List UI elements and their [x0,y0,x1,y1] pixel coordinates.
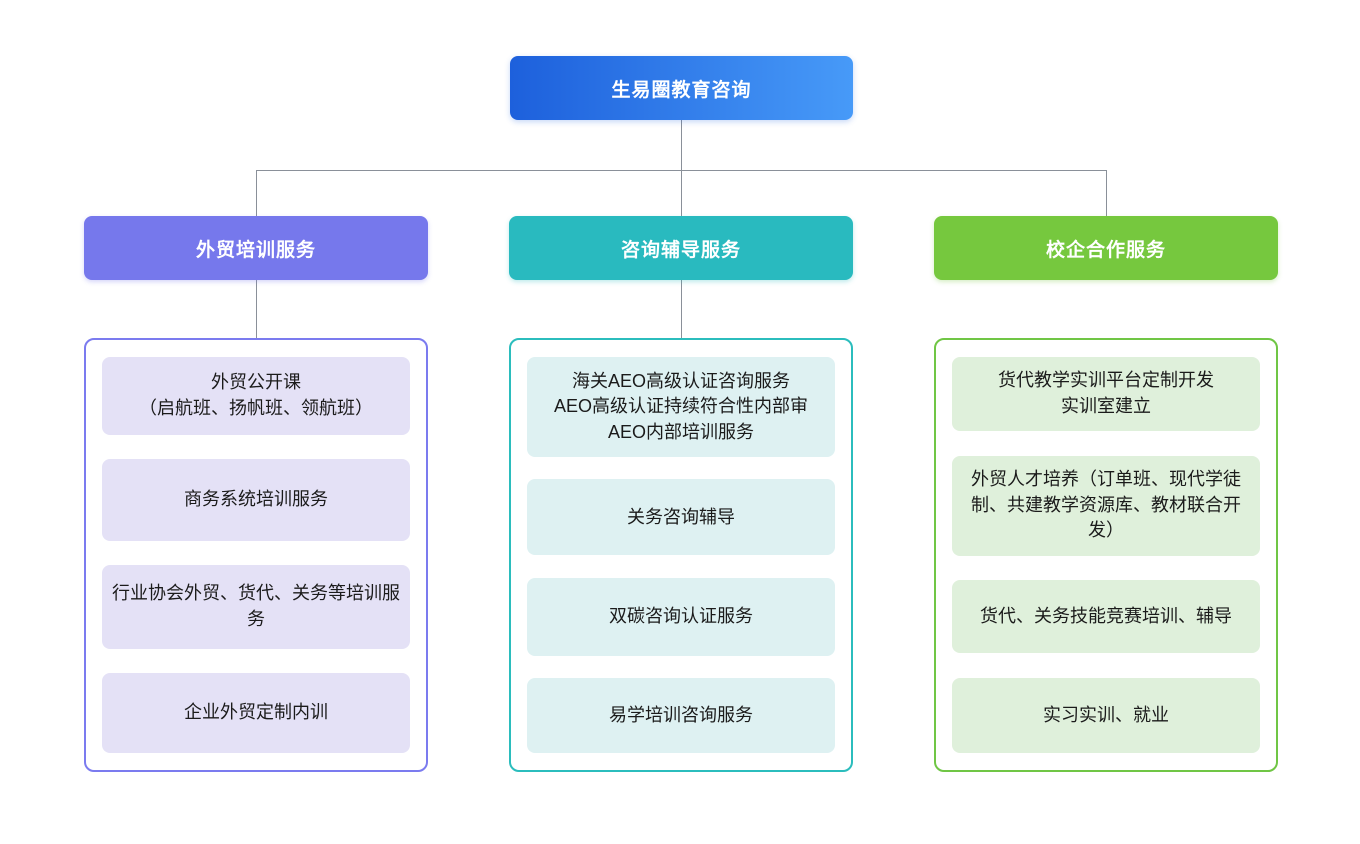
connector-branch2-container [681,280,682,338]
leaf-node: 货代、关务技能竞赛培训、辅导 [952,580,1260,654]
branch-header-foreign-trade-training: 外贸培训服务 [84,216,428,280]
branch-header-school-enterprise: 校企合作服务 [934,216,1278,280]
leaf-node: 外贸公开课 （启航班、扬帆班、领航班） [102,357,410,435]
leaf-node: 商务系统培训服务 [102,459,410,541]
connector-drop-branch1 [256,170,257,216]
branch2-items-container: 海关AEO高级认证咨询服务 AEO高级认证持续符合性内部审 AEO内部培训服务 … [509,338,853,772]
branch3-items-container: 货代教学实训平台定制开发 实训室建立 外贸人才培养（订单班、现代学徒制、共建教学… [934,338,1278,772]
branch1-items-container: 外贸公开课 （启航班、扬帆班、领航班） 商务系统培训服务 行业协会外贸、货代、关… [84,338,428,772]
leaf-node: 货代教学实训平台定制开发 实训室建立 [952,357,1260,431]
leaf-node: 企业外贸定制内训 [102,673,410,753]
connector-root-down [681,120,682,170]
branch-header-consulting-coaching: 咨询辅导服务 [509,216,853,280]
leaf-node: 易学培训咨询服务 [527,677,835,753]
leaf-node: 实习实训、就业 [952,677,1260,753]
leaf-node: 海关AEO高级认证咨询服务 AEO高级认证持续符合性内部审 AEO内部培训服务 [527,357,835,457]
leaf-node: 外贸人才培养（订单班、现代学徒制、共建教学资源库、教材联合开发） [952,455,1260,556]
leaf-node: 关务咨询辅导 [527,479,835,556]
connector-drop-branch2 [681,170,682,216]
connector-branch1-container [256,280,257,338]
root-node: 生易圈教育咨询 [510,56,853,120]
leaf-node: 双碳咨询认证服务 [527,577,835,656]
leaf-node: 行业协会外贸、货代、关务等培训服务 [102,565,410,649]
connector-drop-branch3 [1106,170,1107,216]
